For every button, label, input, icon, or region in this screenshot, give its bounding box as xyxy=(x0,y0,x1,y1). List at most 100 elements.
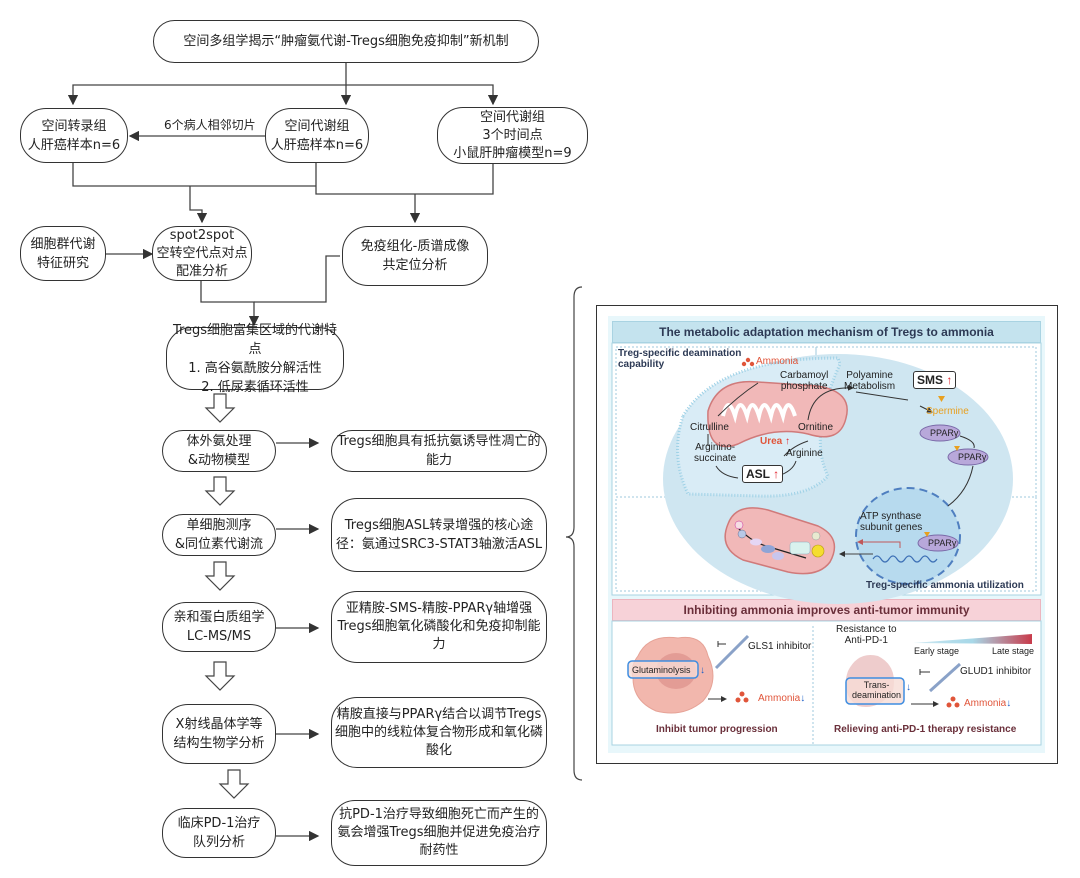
title-box: 空间多组学揭示“肿瘤氨代谢-Tregs细胞免疫抑制”新机制 xyxy=(153,20,539,63)
step-finding-box: 亚精胺-SMS-精胺-PPARγ轴增强 Tregs细胞氧化磷酸化和免疫抑制能力 xyxy=(331,591,547,663)
hollow-down-arrows xyxy=(204,393,250,799)
ammonia-down-label: Ammonia↓ xyxy=(758,693,806,704)
step-finding-box: Tregs细胞具有抵抗氨诱导性凋亡的能力 xyxy=(331,430,547,472)
mechanism-figure: The metabolic adaptation mechanism of Tr… xyxy=(596,305,1058,764)
cristae xyxy=(721,403,797,424)
ppar-oval xyxy=(919,424,961,442)
box-line: &动物模型 xyxy=(187,453,251,468)
complex-ii-icon xyxy=(737,529,747,539)
syringe-icon xyxy=(928,662,962,693)
box-line: 配准分析 xyxy=(175,263,228,279)
box-line: 共定位分析 xyxy=(382,258,448,273)
resistance-gradient xyxy=(913,634,1032,644)
glud1-inhibitor-label: GLUD1 inhibitor xyxy=(960,666,1032,677)
atp-synthase-icon xyxy=(789,541,811,555)
adjacent-slices-label: 6个病人相邻切片 xyxy=(164,118,256,132)
box-line: 队列分析 xyxy=(192,835,245,850)
figure-graphics xyxy=(611,342,1042,746)
early-stage-label: Early stage xyxy=(914,646,960,656)
complex-iii-icon xyxy=(750,538,762,546)
utilization-label: Treg-specific ammonia utilization xyxy=(866,580,1024,591)
ornitine-label: Ornitine xyxy=(798,422,834,433)
box-line: LC-MS/MS xyxy=(186,629,252,644)
box-line: 免疫组化-质谱成像 xyxy=(360,239,470,254)
step-finding-box: 抗PD-1治疗导致细胞死亡而产生的氨会增强Tregs细胞并促进免疫治疗耐药性 xyxy=(331,800,547,866)
box-line: 力 xyxy=(432,637,446,652)
adp-icon xyxy=(811,531,821,541)
box-line: spot2spot xyxy=(169,227,235,243)
mitochondrion-icon xyxy=(724,507,836,575)
box-line: Tregs细胞氧化磷酸化和免疫抑制能 xyxy=(337,619,541,634)
box-line: 径：氨通过SRC3-STAT3轴激活ASL xyxy=(335,537,543,552)
box-line: 能力 xyxy=(425,453,452,468)
box-line: 空间代谢组 xyxy=(284,118,350,134)
spatial-transcriptomics-box: 空间转录组人肝癌样本n=6 xyxy=(20,108,128,163)
box-line: 亲和蛋白质组学 xyxy=(173,610,265,625)
box-line: 氨会增强Tregs细胞并促进免疫治疗 xyxy=(337,825,541,840)
box-line: 空间代谢组 xyxy=(479,109,545,125)
spermine-label: Spermine xyxy=(926,406,969,417)
box-line: 单细胞测序 xyxy=(186,518,252,533)
box-line: 细胞中的线粒体复合物形成和氧化磷 xyxy=(334,724,543,740)
box-line: 空转空代点对点 xyxy=(156,245,248,261)
syringe-icon xyxy=(714,634,750,670)
left-caption: Inhibit tumor progression xyxy=(656,724,778,735)
box-line: 特征研究 xyxy=(36,255,89,271)
box-line: Tregs细胞ASL转录增强的核心途 xyxy=(344,518,534,533)
glutaminolysis-box xyxy=(627,660,699,679)
arginine-label: Arginine xyxy=(786,448,823,459)
ppar-oval xyxy=(917,534,959,552)
spatial-metabolomics-human-box: 空间代谢组人肝癌样本n=6 xyxy=(265,108,369,163)
figure-inner: The metabolic adaptation mechanism of Tr… xyxy=(608,316,1045,753)
urea-label: Urea ↑ xyxy=(760,436,791,447)
right-caption: Relieving anti-PD-1 therapy resistance xyxy=(834,724,1017,735)
step-method-box: 临床PD-1治疗队列分析 xyxy=(162,808,276,858)
box-line: 精胺直接与PPARγ结合以调节Tregs xyxy=(336,706,542,722)
cytc-icon xyxy=(761,545,775,553)
box-line: 亚精胺-SMS-精胺-PPARγ轴增强 xyxy=(345,601,533,616)
box-line: 人肝癌样本n=6 xyxy=(27,137,121,153)
ammonia-down-label: Ammonia↓ xyxy=(964,698,1012,709)
transdeamination-box xyxy=(845,677,905,705)
gls1-inhibitor-label: GLS1 inhibitor xyxy=(748,641,812,652)
mitochondrion-icon xyxy=(707,380,848,448)
box-line: 小鼠肝肿瘤模型n=9 xyxy=(453,145,572,161)
glutaminolysis-label: Glutaminolysis xyxy=(632,665,691,675)
down-arrow-icon: ↓ xyxy=(700,665,705,676)
step-method-box: 亲和蛋白质组学 LC-MS/MS xyxy=(162,602,276,652)
down-arrow-icon: ↓ xyxy=(906,682,911,693)
box-line: &同位素代谢流 xyxy=(174,537,264,552)
box-line: 临床PD-1治疗 xyxy=(177,816,261,831)
box-line: 耐药性 xyxy=(419,843,459,858)
ihc-msi-box: 免疫组化-质谱成像共定位分析 xyxy=(342,226,488,286)
step-method-box: 单细胞测序&同位素代谢流 xyxy=(162,514,276,556)
ppar-oval xyxy=(947,448,989,466)
citrulline-label: Citrulline xyxy=(690,422,729,433)
step-method-box: X射线晶体学等结构生物学分析 xyxy=(162,704,276,764)
step-method-box: 体外氨处理&动物模型 xyxy=(162,430,276,472)
transdeamination-label: Trans-deamination xyxy=(852,680,902,700)
box-line: 细胞群代谢 xyxy=(30,236,96,252)
box-line: 体外氨处理 xyxy=(186,434,252,449)
complex-i-icon xyxy=(734,520,744,530)
box-line: 空间转录组 xyxy=(41,118,107,134)
ammonia-icon xyxy=(741,357,755,367)
box-line: 1. 高谷氨酰胺分解活性 xyxy=(188,360,322,376)
dna-icon xyxy=(872,555,938,563)
box-line: Tregs细胞具有抵抗氨诱导性凋亡的 xyxy=(337,434,541,449)
curly-brace xyxy=(565,286,583,781)
step-finding-box: Tregs细胞ASL转录增强的核心途径：氨通过SRC3-STAT3轴激活ASL xyxy=(331,498,547,572)
asl-node: ASL ↑ xyxy=(742,465,784,483)
ppar-label: PPARγ xyxy=(958,452,987,462)
complex-iv-icon xyxy=(772,552,784,560)
late-stage-label: Late stage xyxy=(992,646,1035,656)
ammonia-label: Ammonia xyxy=(756,356,799,367)
box-line: 人肝癌样本n=6 xyxy=(270,137,364,153)
